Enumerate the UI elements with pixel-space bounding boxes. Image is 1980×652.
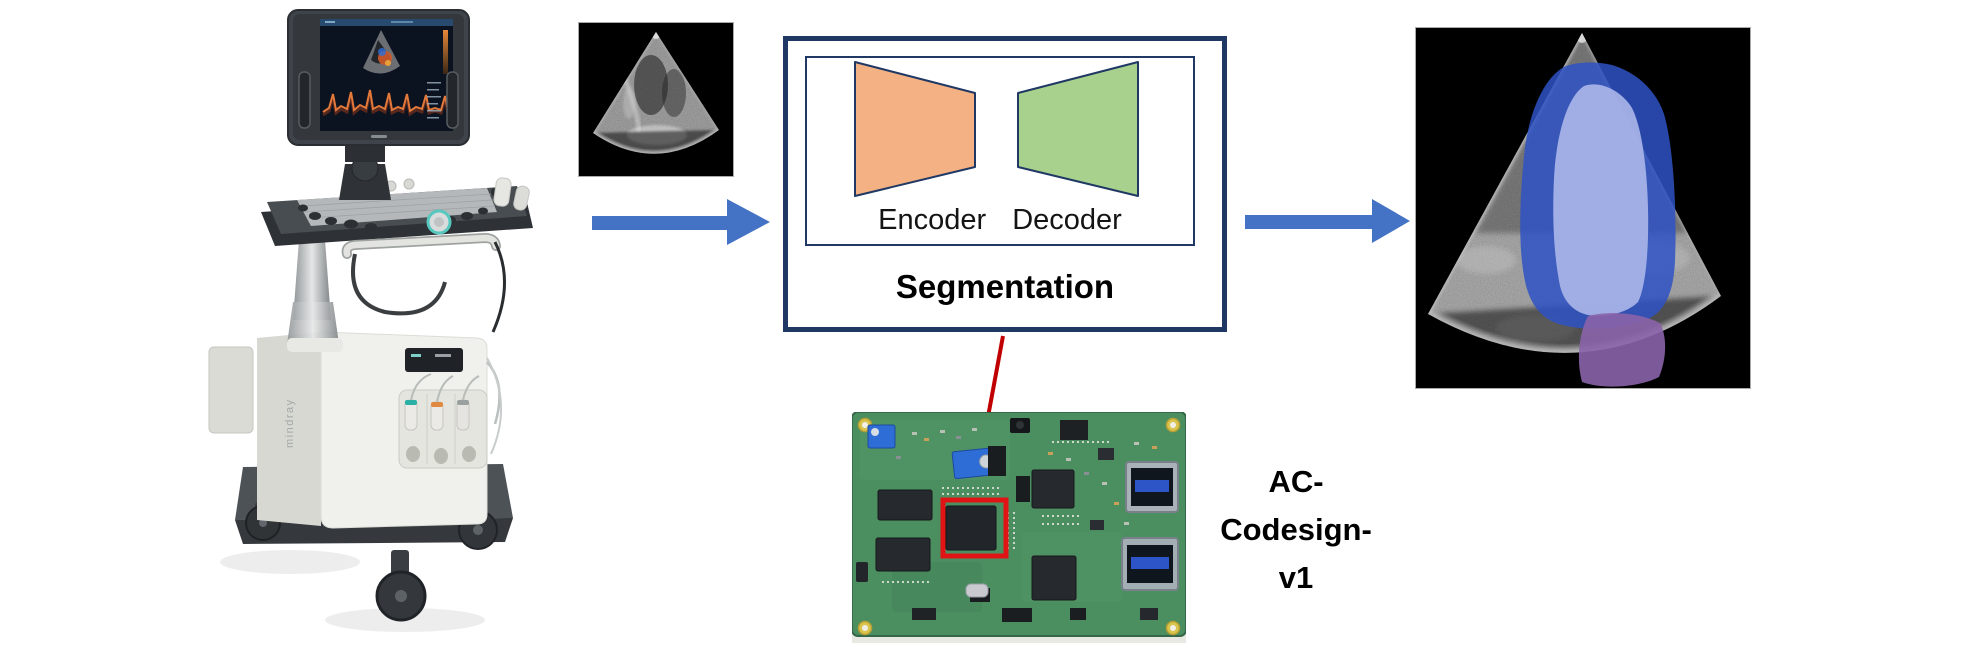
probe-cable (462, 375, 480, 401)
transducer-probes (404, 399, 470, 431)
monitor-arm (339, 164, 391, 200)
decoder-trapezoid (1017, 61, 1139, 197)
blue-trimmer-potentiometer (867, 424, 896, 449)
pcb-zone (892, 562, 982, 612)
monitor-handle-left (298, 71, 311, 129)
brand-text: mindray (284, 398, 296, 448)
usb-port (1121, 537, 1179, 591)
atrium-overlay (1578, 313, 1666, 387)
side-panel (208, 346, 254, 434)
hardware-label-line1: AC- (1268, 464, 1324, 499)
connectors (856, 420, 1158, 622)
chip-highlight-square (940, 497, 1009, 559)
accelerator-chip (945, 505, 997, 551)
key-row (302, 193, 492, 207)
encoder-trapezoid (854, 61, 976, 197)
hardware-label: AC- Codesign- v1 (1206, 458, 1386, 602)
encoder-decoder-box: Encoder Decoder (805, 56, 1195, 246)
panel-knob (403, 178, 415, 190)
screen-measurement-text (427, 82, 441, 119)
holder-hole (434, 448, 448, 464)
hanging-cable (491, 241, 506, 333)
doppler-trace (322, 89, 449, 113)
screen-topbar-text (325, 21, 335, 23)
holder-hole (406, 446, 420, 462)
decoder-label: Decoder (1012, 204, 1122, 236)
flow-arrow-1 (592, 199, 770, 245)
caster-hub (473, 525, 483, 535)
key-row (307, 205, 496, 219)
encoder-decoder-shapes (854, 61, 1139, 197)
slot-indicator (411, 354, 421, 357)
pole-sleeve (287, 302, 339, 344)
caster-hub (259, 519, 267, 527)
probe-cable (410, 373, 432, 401)
cart-shadow (220, 550, 360, 574)
hanging-cable (351, 253, 447, 316)
output-segmented-image (1415, 27, 1751, 389)
key-row (304, 199, 494, 213)
ultrasound-machine-illustration: mindray (208, 9, 533, 632)
ventricle-overlay (1553, 84, 1649, 316)
encoder-label: Encoder (878, 204, 987, 236)
fpga-board-photo (852, 412, 1186, 643)
front-handle (343, 234, 500, 258)
hardware-label-line2: Codesign- (1220, 512, 1372, 547)
body-display-slot (405, 348, 463, 372)
codec-labels-row: Encoder Decoder (807, 204, 1193, 237)
slot-indicator (435, 354, 451, 357)
crystal-oscillator (965, 583, 989, 598)
holder-hole (462, 446, 476, 462)
screen-topbar (320, 19, 453, 26)
trackball-center (434, 217, 444, 227)
probe-cable (436, 375, 454, 403)
pcb-board (852, 412, 1186, 637)
pole-cap (287, 338, 343, 352)
probe-cable (486, 357, 503, 455)
segmentation-title: Segmentation (895, 268, 1115, 305)
right-arrow-icon (1245, 199, 1410, 243)
screen-colorbar (443, 30, 448, 74)
gel-bottles (493, 177, 530, 211)
usb-port (1125, 461, 1179, 513)
monitor-screen (320, 19, 453, 131)
monitor-handle-right (446, 71, 459, 129)
cart-body-side (257, 332, 321, 526)
right-arrow-icon (592, 199, 770, 245)
support-pole (293, 240, 331, 320)
hardware-label-line3: v1 (1278, 560, 1314, 595)
input-echo-image (578, 22, 734, 177)
memory-chips (875, 469, 1077, 601)
table-surface (852, 632, 1186, 643)
flow-arrow-2 (1245, 199, 1410, 243)
screen-echo-image (363, 30, 400, 74)
tact-button-cap (1016, 421, 1024, 429)
screen-topbar-text (391, 21, 413, 23)
passive-components (896, 428, 1157, 525)
monitor-mount (345, 142, 385, 162)
segmentation-module-box: Encoder Decoder Segmentation (783, 36, 1227, 332)
monitor-logo (371, 135, 387, 138)
caster-hub (395, 590, 407, 602)
